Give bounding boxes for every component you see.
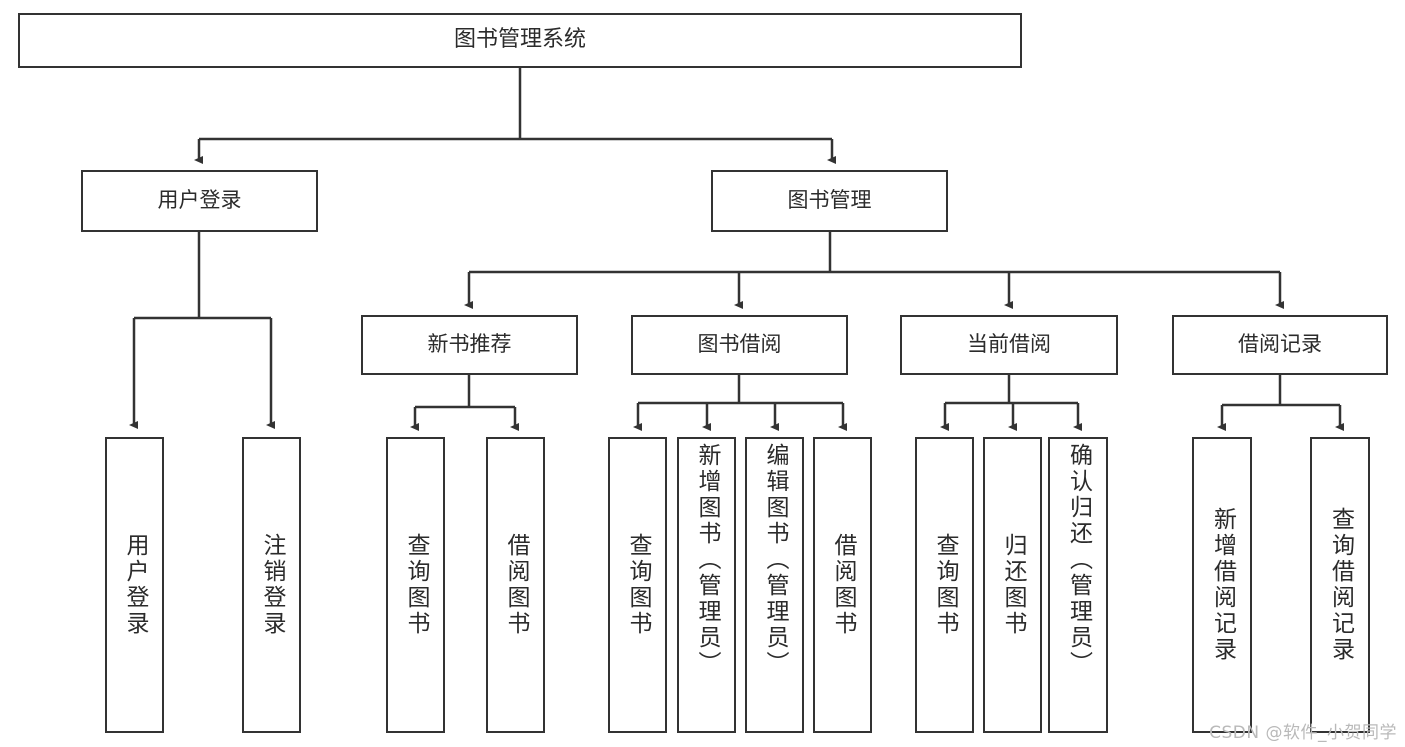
node-label: 查询借阅记录 (1327, 507, 1354, 663)
node-label: 图书借阅 (697, 332, 782, 357)
leaf-query-book-borrow[interactable]: 查询图书 (608, 437, 667, 733)
leaf-query-book-current[interactable]: 查询图书 (915, 437, 974, 733)
node-label: 图书管理 (787, 188, 872, 213)
node-label: 确认归还（管理员） (1065, 443, 1092, 677)
node-book-borrow[interactable]: 图书借阅 (631, 315, 848, 375)
node-label: 借阅图书 (830, 533, 856, 637)
node-user-login[interactable]: 用户登录 (81, 170, 318, 232)
node-label: 借阅记录 (1238, 332, 1322, 357)
leaf-logout[interactable]: 注销登录 (242, 437, 301, 733)
node-current-borrow[interactable]: 当前借阅 (900, 315, 1118, 375)
leaf-borrow-book[interactable]: 借阅图书 (813, 437, 872, 733)
leaf-edit-book-admin[interactable]: 编辑图书（管理员） (745, 437, 804, 733)
node-label: 用户登录 (122, 533, 148, 637)
node-root-system[interactable]: 图书管理系统 (18, 13, 1022, 68)
node-label: 归还图书 (1000, 533, 1026, 637)
node-label: 查询图书 (932, 533, 958, 637)
node-label: 图书管理系统 (453, 27, 586, 53)
node-label: 新增借阅记录 (1209, 507, 1236, 663)
csdn-watermark: CSDN @软件_小贺同学 (1209, 723, 1397, 743)
leaf-confirm-return-admin[interactable]: 确认归还（管理员） (1048, 437, 1108, 733)
node-label: 当前借阅 (967, 332, 1051, 357)
node-label: 编辑图书（管理员） (762, 443, 788, 677)
leaf-user-login[interactable]: 用户登录 (105, 437, 164, 733)
node-new-book-recommend[interactable]: 新书推荐 (361, 315, 578, 375)
leaf-return-book[interactable]: 归还图书 (983, 437, 1042, 733)
leaf-borrow-book-recommend[interactable]: 借阅图书 (486, 437, 545, 733)
node-label: 新书推荐 (427, 332, 512, 357)
leaf-add-book-admin[interactable]: 新增图书（管理员） (677, 437, 736, 733)
node-label: 新增图书（管理员） (694, 443, 720, 677)
node-label: 注销登录 (259, 533, 285, 637)
node-label: 用户登录 (157, 188, 242, 213)
node-label: 查询图书 (625, 533, 651, 637)
leaf-query-borrow-record[interactable]: 查询借阅记录 (1310, 437, 1370, 733)
leaf-add-borrow-record[interactable]: 新增借阅记录 (1192, 437, 1252, 733)
node-label: 查询图书 (403, 533, 429, 637)
node-label: 借阅图书 (503, 533, 529, 637)
node-book-management[interactable]: 图书管理 (711, 170, 948, 232)
node-borrow-records[interactable]: 借阅记录 (1172, 315, 1388, 375)
leaf-query-book-recommend[interactable]: 查询图书 (386, 437, 445, 733)
